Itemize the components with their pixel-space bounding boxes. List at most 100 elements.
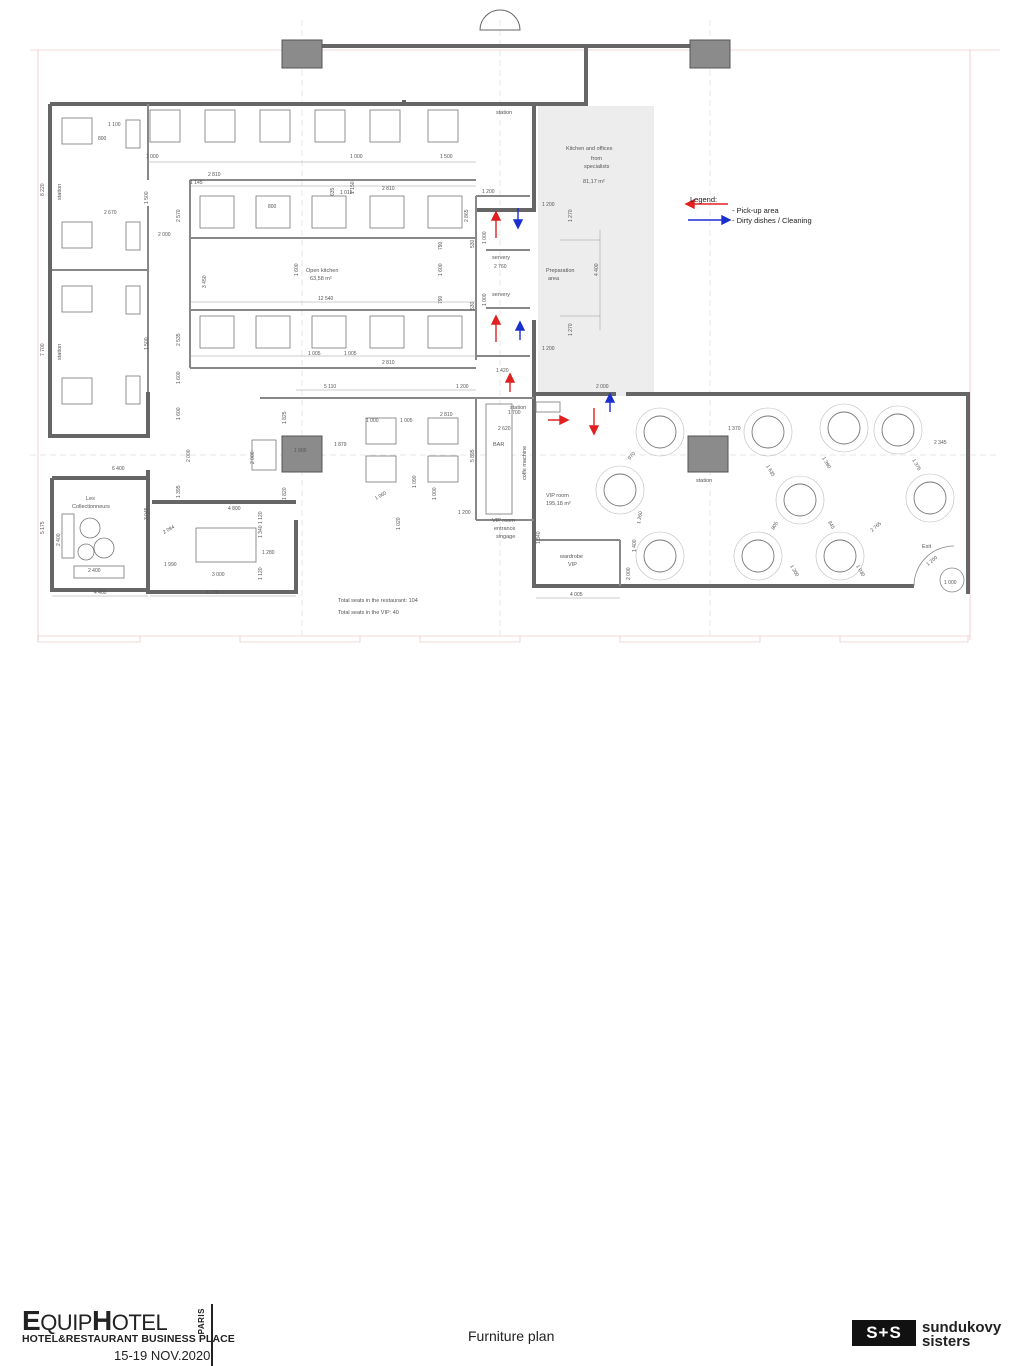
vip-room-area-label: 195,18 m² [546,501,571,507]
dim-label: 1 200 [542,202,555,208]
dim-label: 1 500 [440,154,453,160]
event-date: 15-19 NOV.2020 [114,1348,211,1363]
dim-label: 1 005 [400,418,413,424]
dim-label: 530 [470,239,476,248]
dim-label: 1 600 [294,263,300,276]
dim-label: 1 879 [334,442,347,448]
exit-marker [939,567,965,593]
dim-label: 1 200 [456,384,469,390]
dim-label: 1 600 [176,371,182,384]
ss-logo-mark: S+S [852,1320,916,1346]
dim-label: 2 620 [498,426,511,432]
dim-label: 2 000 [158,232,171,238]
dimension-lines [52,161,620,599]
logo-subtitle: HOTEL&RESTAURANT BUSINESS PLACE [22,1333,235,1345]
tables [61,109,513,563]
dim-label: 1 000 [482,231,488,244]
dim-label: 4 005 [570,592,583,598]
dim-label: 1 825 [282,411,288,424]
dim-label: 2 000 [596,384,609,390]
station-label: station [57,184,63,200]
wardrobe-1-label: wardrobe [559,554,583,560]
specialists-label: specialists [584,164,610,170]
vip-entrance-3-label: singage [496,534,515,540]
columns [281,39,731,473]
dim-label: 1 200 [458,510,471,516]
vip-entrance-2-label: entrance [494,526,515,532]
dim-label: 1 390 [820,456,832,470]
specialists-from-label: from [591,156,602,162]
dim-label: 3 045 [144,507,150,520]
dim-label: 1 376 [910,458,922,472]
dim-label: 800 [98,136,107,142]
servery-bottom-label: servery [492,292,510,298]
bar-label: BAR [493,442,504,448]
dim-label: 970 [627,451,637,461]
dim-label: 2 810 [382,186,395,192]
station-label: station [57,344,63,360]
dim-label: 1 120 [258,567,264,580]
preparation-area-label: area [548,276,560,282]
dim-label: 800 [268,204,277,210]
dim-label: 1 270 [568,323,574,336]
collectionneurs-1-label: Les [86,496,95,502]
dim-label: 1 090 [412,475,418,488]
footer: EQUIPHOTEL PARIS HOTEL&RESTAURANT BUSINE… [0,648,1024,1366]
dim-label: 1 395 [176,485,182,498]
dim-label: 635 [330,187,336,196]
dim-label: 2 094 [162,524,176,536]
dim-label: 1 120 [258,511,264,524]
plan-title: Furniture plan [468,1328,555,1344]
dim-label: 7 700 [40,343,46,356]
legend-title: Legend: [690,195,717,204]
station-label: station [510,405,526,411]
inner-partitions [52,104,621,586]
dim-label: 1 600 [438,263,444,276]
dim-label: 1 370 [728,426,741,432]
dim-label: 1 005 [344,351,357,357]
dim-label: 1 000 [146,154,159,160]
dim-label: 2 670 [104,210,117,216]
dim-label: 1 150 [350,181,356,194]
dim-label: 2 810 [382,360,395,366]
dim-label: 2 400 [88,568,101,574]
dim-label: 5 895 [470,449,476,462]
servery-top-label: servery [492,255,510,261]
dim-label: 2 810 [208,172,221,178]
dim-label: 1 030 [854,564,866,578]
dim-label: 1 900 [294,448,307,454]
exit-label: Exit [922,544,932,550]
dim-label: 1 500 [144,337,150,350]
ss-name-line2: sisters [922,1333,971,1350]
dim-label: 1 000 [366,418,379,424]
floor-plan: Kitchen and offices from specialists 81,… [30,9,1000,643]
dim-label: 1 000 [350,154,363,160]
dim-label: 2 400 [56,533,62,546]
legend-dirty: - Dirty dishes / Cleaning [732,216,812,225]
dim-label: 1 000 [944,580,957,586]
dim-label: 2 000 [186,449,192,462]
dim-label: 5 175 [40,521,46,534]
dim-label: 6 400 [112,466,125,472]
vip-room-label: VIP room [546,493,569,499]
dim-label: 1 260 [636,511,644,525]
logo-divider [211,1304,213,1366]
round-table-outer [595,403,955,581]
dim-label: 2 535 [176,333,182,346]
dim-label: 1 200 [542,346,555,352]
lounge-furniture [61,401,561,579]
dim-label: 805 [771,521,780,531]
dim-label: 1 060 [374,490,388,502]
dim-label: 2 345 [934,440,947,446]
dirty-arrows [512,208,732,412]
dim-label: 4 460 [94,590,107,596]
dim-label: 5 110 [324,384,336,390]
dim-label: 1 015 [340,190,353,196]
dim-label: 1 200 [925,555,939,568]
dim-label: 2 000 [626,567,632,580]
dim-label: 1 100 [108,122,121,128]
dim-label: 1 700 [508,410,521,416]
collectionneurs-2-label: Collectionneurs [72,504,110,510]
dim-label: 2 570 [176,209,182,222]
wardrobe-2-label: VIP [568,562,577,568]
